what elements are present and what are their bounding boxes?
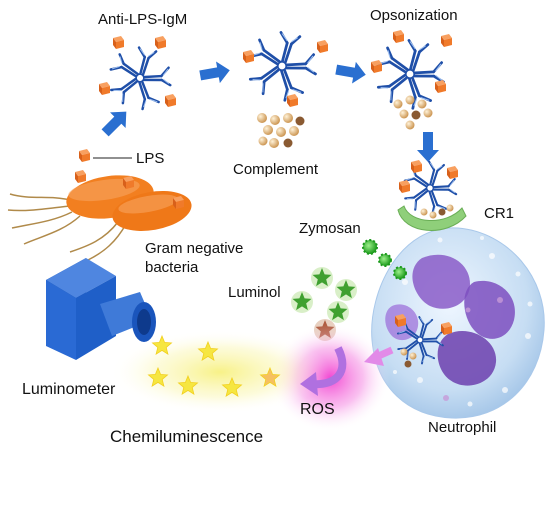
label-luminometer: Luminometer [22,381,116,398]
luminometer-device [46,258,156,360]
label-neutrophil: Neutrophil [428,419,496,436]
label-complement: Complement [233,161,319,178]
arrow-complement-to-opsonization [334,58,368,86]
neutrophil-cell [371,227,545,419]
arrow-opsonization-to-cr1 [417,132,439,162]
label-cr1: CR1 [484,205,514,222]
arrow-igm-to-complement [198,59,232,87]
gram-negative-bacteria [7,175,192,261]
label-lps: LPS [136,150,164,167]
complement-beads-opsonized [393,95,433,130]
label-gram-negative: Gram negative [145,240,243,257]
ros-arrow [300,346,347,396]
label-chemiluminescence: Chemiluminescence [110,427,263,446]
complex-at-cr1-antigens [399,160,458,219]
label-anti-lps-igm: Anti-LPS-IgM [98,11,187,28]
chemiluminescence-glow [110,330,330,414]
label-opsonization: Opsonization [370,7,458,24]
label-zymosan: Zymosan [299,220,361,237]
complement-beads [257,113,305,148]
lps-antigen-released [79,149,90,162]
label-luminol: Luminol [228,284,281,301]
igm-antibody-bound [248,32,320,103]
arrow-bacteria-to-igm [97,103,135,141]
zymosan-particles [362,239,407,280]
igm-antibody-free [109,48,174,112]
label-bacteria: bacteria [145,259,199,276]
cr1-receptor [397,205,467,231]
label-ros: ROS [300,401,335,418]
lps-antigen-released-2 [75,170,86,183]
neutrophil-to-ros-arrow [364,346,394,366]
